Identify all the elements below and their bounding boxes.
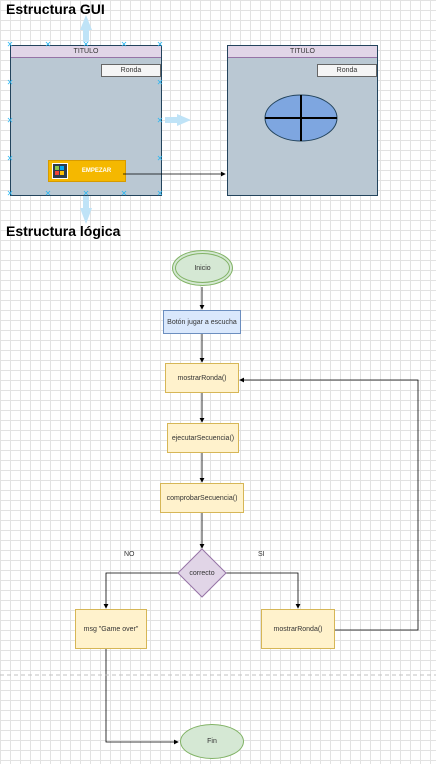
show-round-node[interactable]: mostrarRonda() (165, 363, 239, 393)
selection-handle[interactable]: ✕ (156, 78, 164, 87)
decision-label: correcto (189, 569, 215, 577)
selection-handle[interactable]: ✕ (82, 189, 90, 198)
no-label: NO (124, 551, 135, 558)
check-sequence-node[interactable]: comprobarSecuencia() (160, 483, 244, 513)
logic-structure-heading: Estructura lógica (6, 223, 121, 239)
selection-handle[interactable]: ✕ (156, 154, 164, 163)
end-node[interactable]: Fin (180, 724, 244, 759)
selection-handle[interactable]: ✕ (6, 116, 14, 125)
selection-handle[interactable]: ✕ (6, 154, 14, 163)
selection-handle[interactable]: ✕ (6, 78, 14, 87)
start-button[interactable]: EMPEZAR (48, 160, 126, 182)
selection-handle[interactable]: ✕ (44, 40, 52, 49)
selection-handle[interactable]: ✕ (156, 116, 164, 125)
ronda-label: Ronda (317, 64, 377, 77)
selection-handle[interactable]: ✕ (156, 40, 164, 49)
drag-arrow-icon (80, 15, 191, 224)
selection-handle[interactable]: ✕ (156, 189, 164, 198)
selection-handle[interactable]: ✕ (6, 40, 14, 49)
ronda-label: Ronda (101, 64, 161, 77)
selection-handle[interactable]: ✕ (6, 189, 14, 198)
selection-handle[interactable]: ✕ (82, 40, 90, 49)
play-icon (52, 163, 68, 179)
selection-handle[interactable]: ✕ (44, 189, 52, 198)
selection-handle[interactable]: ✕ (120, 189, 128, 198)
gui-window-start[interactable]: TITULO Ronda EMPEZAR (10, 45, 162, 196)
listener-node[interactable]: Botón jugar a escucha (163, 310, 241, 334)
game-over-node[interactable]: msg "Game over" (75, 609, 147, 649)
yes-label: SI (258, 551, 265, 558)
execute-sequence-node[interactable]: ejecutarSecuencia() (167, 423, 239, 453)
gui-window-game[interactable]: TITULO Ronda (227, 45, 378, 196)
gui-structure-heading: Estructura GUI (6, 1, 105, 17)
window-title: TITULO (11, 46, 161, 58)
show-round-node-2[interactable]: mostrarRonda() (261, 609, 335, 649)
window-title: TITULO (228, 46, 377, 58)
decision-diamond (177, 548, 227, 598)
start-node[interactable]: Inicio (172, 250, 233, 286)
start-button-label: EMPEZAR (81, 168, 112, 174)
selection-handle[interactable]: ✕ (120, 40, 128, 49)
